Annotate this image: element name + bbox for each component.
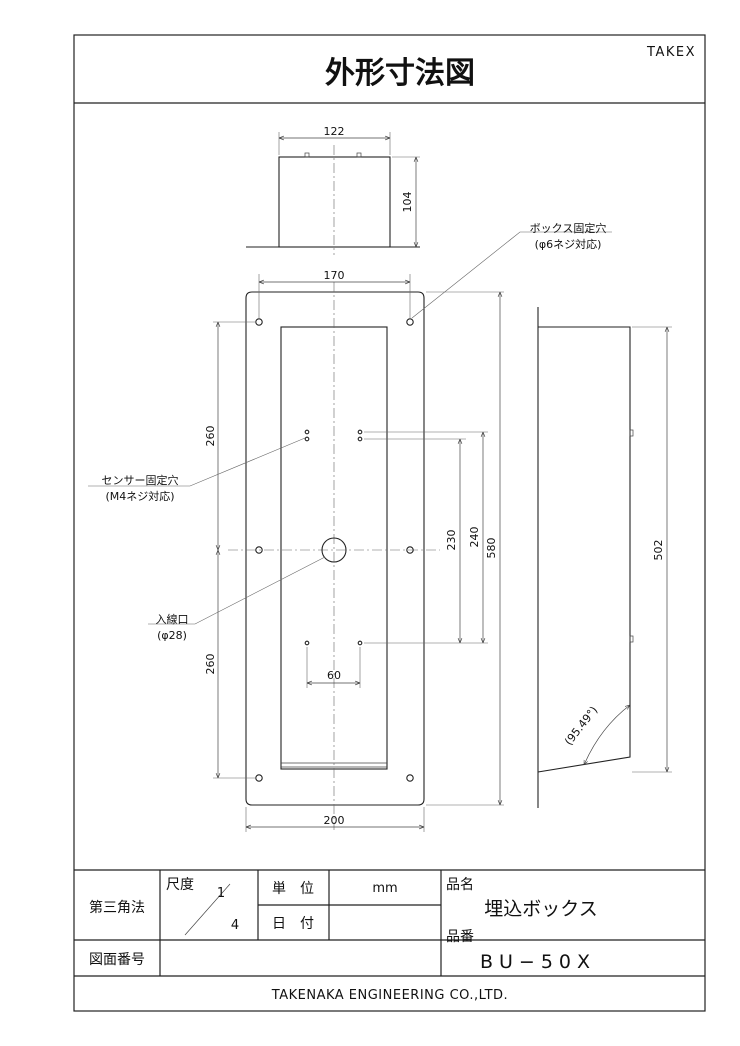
sensor-fixing-hole <box>304 429 310 435</box>
dim-side-angle: (95.49°) <box>562 704 600 748</box>
projection-label: 第三角法 <box>89 899 145 916</box>
page-title: 外形寸法図 <box>325 56 475 91</box>
note-wire-inlet-spec: (φ28) <box>157 629 187 642</box>
dim-sensor-horizontal: 60 <box>327 669 341 682</box>
dim-front-outer-width: 200 <box>324 814 345 827</box>
box-fixing-hole <box>255 318 263 326</box>
scale-numerator: 1 <box>217 886 225 901</box>
title-block: 第三角法 尺度 1 4 単 位 mm 日 付 品名 埋込ボックス 品番 BU−5… <box>74 869 705 1003</box>
dim-hole-spacing-lower: 260 <box>204 654 217 675</box>
unit-label: 単 位 <box>272 881 314 897</box>
front-view: 170 200 260 260 230 240 580 60 <box>204 269 504 832</box>
note-wire-inlet-title: 入線口 <box>156 612 189 626</box>
side-view-tab <box>629 429 634 437</box>
scale-denominator: 4 <box>231 918 239 933</box>
sheet-border <box>73 34 706 1012</box>
dim-front-inner-width: 170 <box>324 269 345 282</box>
box-fixing-hole <box>406 774 414 782</box>
sensor-fixing-hole <box>304 436 310 442</box>
note-sensor-fixing-hole: センサー固定穴 (M4ネジ対応) <box>88 437 306 503</box>
product-name-label: 品名 <box>446 877 474 893</box>
dim-top-width: 122 <box>324 125 345 138</box>
brand-logo-text: TAKEX <box>646 45 696 60</box>
box-fixing-hole <box>406 318 414 326</box>
side-view-tab <box>629 635 634 643</box>
dim-hole-spacing-upper: 260 <box>204 426 217 447</box>
box-fixing-hole <box>255 774 263 782</box>
note-box-hole-spec: (φ6ネジ対応) <box>535 237 602 251</box>
dim-sensor-240: 240 <box>468 527 481 548</box>
product-name: 埋込ボックス <box>484 898 597 920</box>
note-wire-inlet: 入線口 (φ28) <box>148 556 326 642</box>
top-view-body <box>278 156 391 248</box>
side-view: 502 (95.49°) <box>537 307 672 808</box>
note-sensor-hole-spec: (M4ネジ対応) <box>105 489 174 503</box>
product-no: BU−50X <box>480 951 596 973</box>
date-label: 日 付 <box>272 916 314 932</box>
box-fixing-hole <box>255 546 263 554</box>
front-view-plate <box>245 291 425 806</box>
note-sensor-hole-title: センサー固定穴 <box>102 473 179 487</box>
note-box-hole-title: ボックス固定穴 <box>530 221 607 235</box>
scale-divider <box>184 883 231 936</box>
top-view-tab-right <box>356 152 362 158</box>
top-view-tab-left <box>304 152 310 158</box>
dim-front-height: 580 <box>485 538 498 559</box>
sensor-fixing-hole <box>357 640 363 646</box>
dim-sensor-230: 230 <box>445 530 458 551</box>
note-box-fixing-hole: ボックス固定穴 (φ6ネジ対応) <box>411 221 612 319</box>
dim-top-height: 104 <box>401 192 414 213</box>
box-fixing-hole <box>406 546 414 554</box>
company-name: TAKENAKA ENGINEERING CO.,LTD. <box>271 988 508 1003</box>
sensor-fixing-hole <box>357 429 363 435</box>
top-view: 122 104 <box>246 125 420 255</box>
sensor-fixing-hole <box>357 436 363 442</box>
dim-side-depth: 502 <box>652 540 665 561</box>
scale-label: 尺度 <box>166 877 194 893</box>
dim-arc-side-angle <box>583 705 630 765</box>
product-no-label: 品番 <box>446 929 474 945</box>
drawing-no-label: 図面番号 <box>89 952 145 968</box>
sensor-fixing-hole <box>304 640 310 646</box>
wire-inlet-hole <box>321 537 347 563</box>
side-view-body <box>537 326 631 773</box>
unit-value: mm <box>372 881 397 896</box>
